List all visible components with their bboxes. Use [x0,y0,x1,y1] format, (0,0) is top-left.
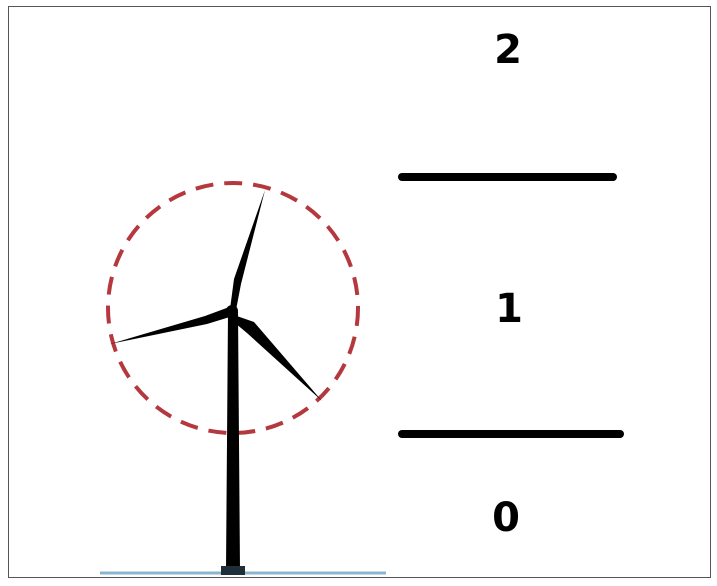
wind-turbine-icon [110,190,322,575]
turbine-blade-left [110,306,233,344]
turbine-base [221,566,245,575]
zone-label-1: 1 [495,286,523,332]
turbine-blade-up [230,190,265,310]
turbine-hub [226,305,238,317]
turbine-tower [226,312,240,570]
zone-label-0: 0 [492,495,520,541]
turbine-blade-right [229,314,322,401]
zone-label-2: 2 [494,27,522,73]
